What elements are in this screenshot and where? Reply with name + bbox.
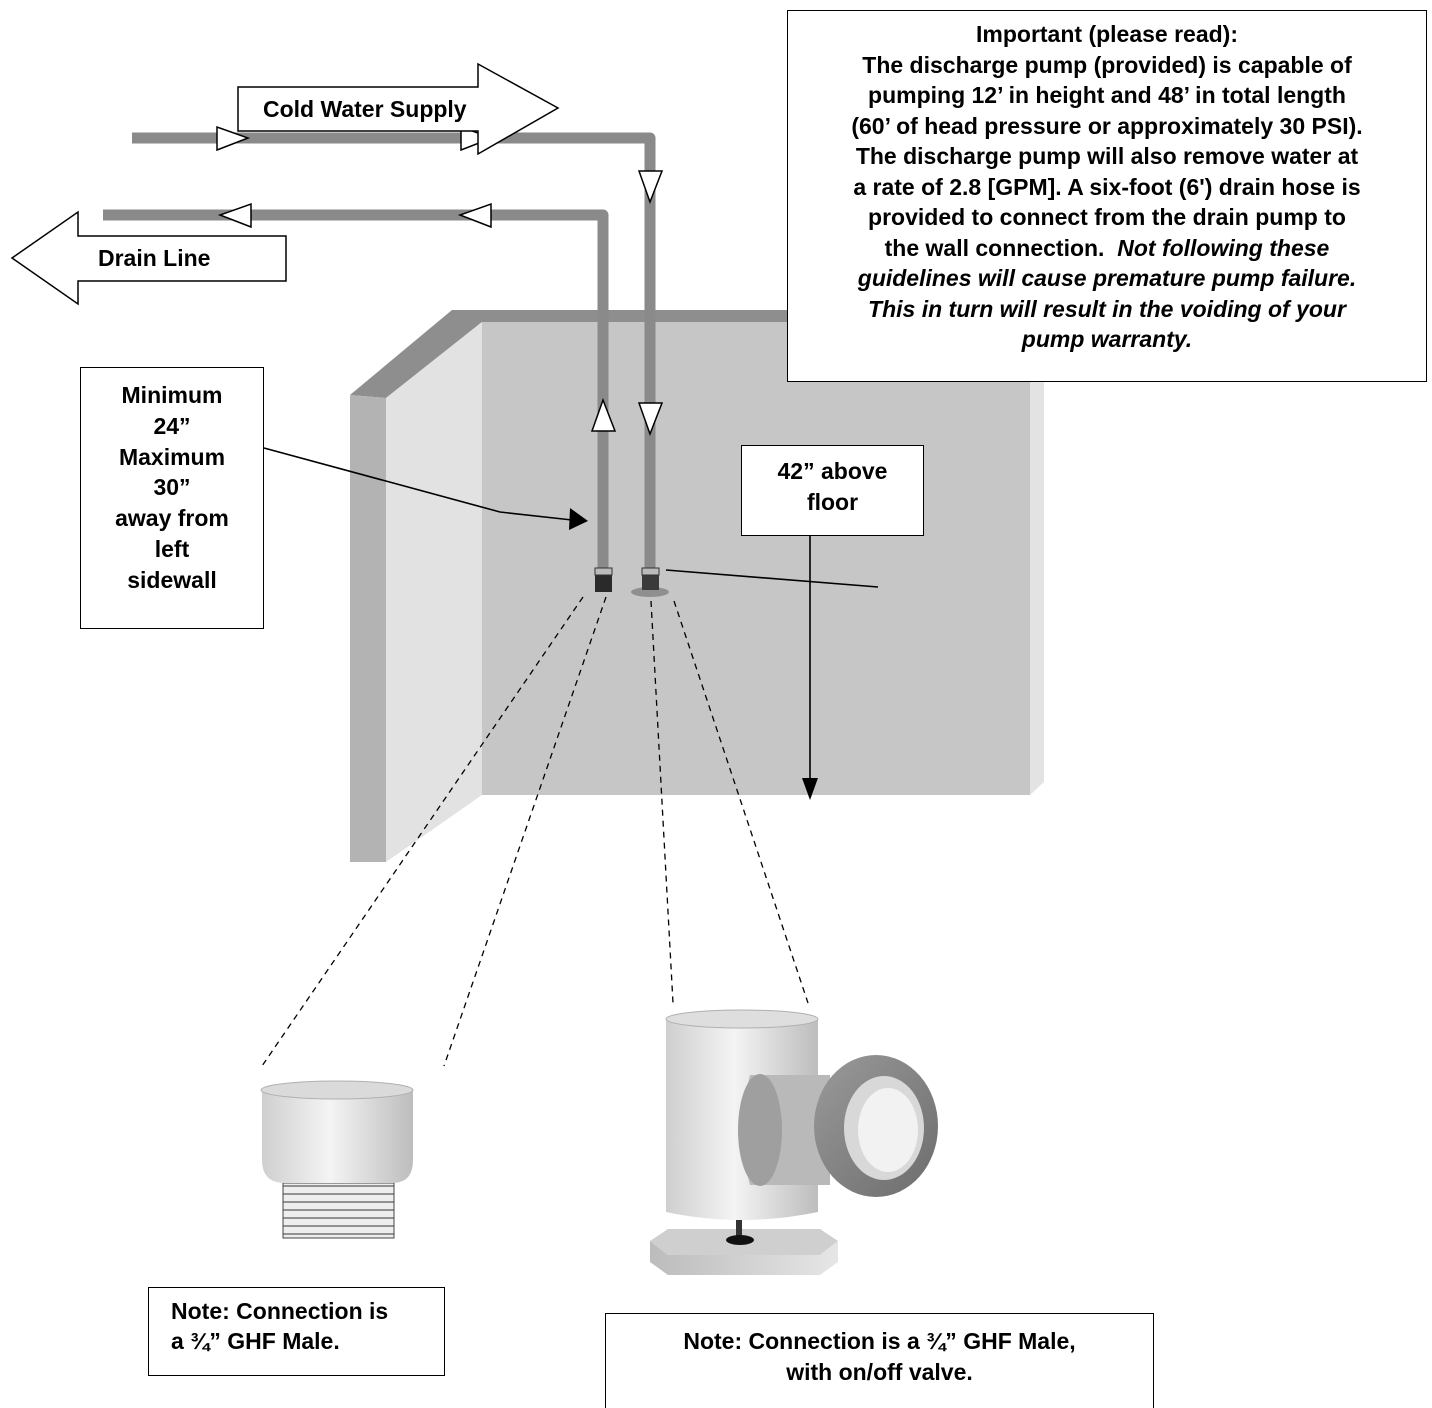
flow-arrow-right-icon <box>460 125 495 152</box>
left-connection-note: Note: Connection is a ¾” GHF Male. <box>148 1287 445 1376</box>
sidewall-note-line: 30” <box>153 474 191 501</box>
sidewall-note-line: Maximum <box>118 443 226 470</box>
dashed-callout-lines <box>261 596 809 1067</box>
left-note-line: Note: Connection is <box>171 1298 389 1324</box>
important-note-box: Important (please read): The discharge p… <box>787 10 1427 382</box>
important-note-line: (60’ of head pressure or approximately 3… <box>851 112 1363 139</box>
flow-arrow-left-icon <box>217 202 252 229</box>
important-note-line: pumping 12’ in height and 48’ in total l… <box>868 82 1346 108</box>
left-sidewall-face <box>386 322 482 862</box>
important-note-line: the wall connection. Not following these <box>884 234 1330 261</box>
sidewall-note-line: Minimum <box>121 382 223 408</box>
supply-valve-base-icon <box>631 587 669 597</box>
right-note-line: Note: Connection is a ¾” GHF Male, <box>683 1328 1076 1354</box>
left-sidewall-edge <box>350 395 386 862</box>
sidewall-leader-arrowhead-icon <box>569 508 588 530</box>
sidewall-distance-note: Minimum 24” Maximum 30” away from left s… <box>80 367 264 629</box>
flow-arrows <box>216 125 664 437</box>
important-note-line: This in turn will result in the voiding … <box>868 295 1346 322</box>
sidewall-leader-line <box>263 447 573 521</box>
height-note-line: floor <box>806 489 859 515</box>
sidewall-note-line: sidewall <box>127 566 217 593</box>
leader-lines <box>263 447 879 800</box>
drain-connector-icon <box>595 572 612 592</box>
cold-water-supply-label: Cold Water Supply <box>263 96 467 122</box>
left-note-line: a ¾” GHF Male. <box>171 1328 340 1354</box>
important-note-line: The discharge pump will also remove wate… <box>855 143 1359 169</box>
wall-connectors <box>594 567 669 597</box>
sidewall-note-line: away from <box>115 505 229 532</box>
important-note-line: a rate of 2.8 [GPM]. A six-foot (6') dra… <box>853 173 1361 200</box>
right-note-line: with on/off valve. <box>786 1358 973 1385</box>
floor-arrowhead-icon <box>802 778 818 800</box>
wall-back-face <box>482 320 1030 795</box>
drain-line-arrow: Drain Line <box>10 210 287 306</box>
drain-pipe <box>103 209 609 570</box>
sidewall-note-line: left <box>154 535 190 562</box>
sidewall-note-line: 24” <box>153 412 191 439</box>
wall-right-edge <box>1030 312 1044 795</box>
important-note-line: Important (please read): <box>976 21 1238 47</box>
height-leader-line <box>665 569 879 588</box>
ghf-male-valve-fitting-icon <box>650 1009 938 1275</box>
drain-line-label: Drain Line <box>98 245 210 271</box>
supply-connector-icon <box>642 572 659 590</box>
flow-arrow-left-icon <box>457 202 492 229</box>
right-connection-note: Note: Connection is a ¾” GHF Male, with … <box>605 1313 1154 1408</box>
height-note-line: 42” above <box>777 458 888 484</box>
important-note-line: guidelines will cause premature pump fai… <box>857 265 1357 291</box>
wall-top-edge <box>350 310 800 398</box>
important-note-line: provided to connect from the drain pump … <box>868 204 1346 230</box>
drain-line-arrow-icon <box>10 210 287 306</box>
cold-water-supply-arrow: Cold Water Supply <box>237 62 560 156</box>
ghf-male-fitting-icon <box>260 1080 414 1239</box>
flow-arrow-down-icon <box>637 170 664 205</box>
important-note-line: The discharge pump (provided) is capable… <box>862 51 1352 78</box>
flow-arrow-up-icon <box>590 397 617 432</box>
wall <box>350 310 1044 862</box>
flow-arrow-right-icon <box>216 125 251 152</box>
important-note-line: pump warranty. <box>1021 326 1193 352</box>
height-above-floor-note: 42” above floor <box>741 445 924 536</box>
cold-water-supply-arrow-icon <box>237 62 560 156</box>
flow-arrow-down-icon <box>637 402 664 437</box>
